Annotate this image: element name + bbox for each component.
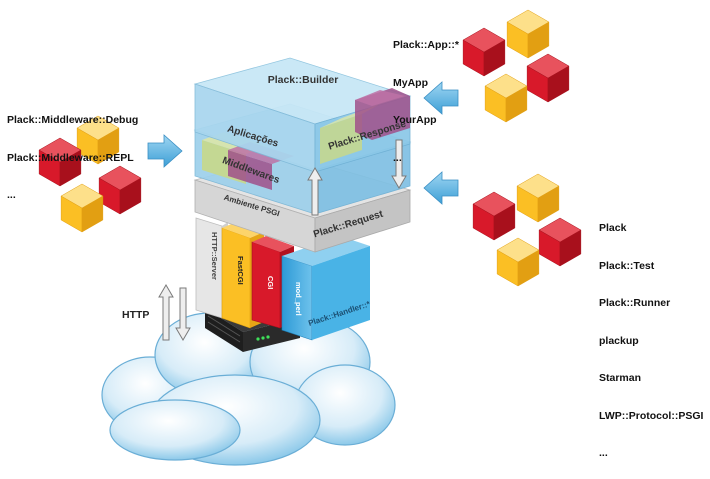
cgi-label: CGI bbox=[266, 276, 275, 289]
tools-list: Plack Plack::Test Plack::Runner plackup … bbox=[599, 197, 703, 472]
response-blocks bbox=[320, 88, 410, 164]
list-item: YourApp bbox=[393, 114, 437, 126]
red-cube bbox=[472, 191, 516, 217]
list-item: Plack::App::* bbox=[393, 39, 459, 51]
cube-clusters bbox=[38, 9, 582, 287]
list-item: plackup bbox=[599, 334, 639, 347]
yellow-cube bbox=[516, 173, 560, 199]
fastcgi-label: FastCGI bbox=[236, 256, 245, 285]
list-item: Plack::Runner bbox=[599, 297, 671, 309]
down-arrow-icon bbox=[391, 139, 407, 189]
yellow-cube bbox=[60, 183, 104, 209]
red-cube bbox=[538, 217, 582, 243]
app-list: Plack::App::* MyApp YourApp ... bbox=[393, 14, 459, 177]
red-cube bbox=[38, 137, 82, 163]
up-arrow-icon bbox=[307, 167, 323, 216]
http-server-label: HTTP::Server bbox=[210, 232, 219, 280]
arrow-left-icon bbox=[423, 81, 459, 115]
yellow-cube bbox=[484, 73, 528, 99]
yellow-cube bbox=[76, 115, 120, 141]
list-item: ... bbox=[393, 151, 402, 164]
builder-label: Plack::Builder bbox=[268, 74, 339, 86]
middleware-list: Plack::Middleware::Debug Plack::Middlewa… bbox=[7, 89, 138, 214]
internet-cloud bbox=[101, 312, 396, 466]
side-arrows bbox=[147, 81, 459, 205]
handlers-layer bbox=[195, 217, 370, 341]
http-arrows bbox=[158, 284, 191, 341]
http-down-arrow-icon bbox=[175, 287, 191, 341]
red-cube bbox=[98, 165, 142, 191]
list-item: Starman bbox=[599, 372, 642, 384]
list-item: MyApp bbox=[393, 76, 428, 89]
list-item: ... bbox=[599, 447, 608, 459]
red-cube bbox=[462, 27, 506, 53]
arrow-left-icon bbox=[423, 171, 459, 205]
list-item: Plack::Middleware::Debug bbox=[7, 114, 139, 126]
list-item: LWP::Protocol::PSGI bbox=[599, 409, 704, 422]
red-cube bbox=[526, 53, 570, 79]
list-item: Plack::Middleware::REPL bbox=[7, 151, 134, 164]
http-up-arrow-icon bbox=[158, 284, 174, 341]
http-label: HTTP bbox=[122, 309, 149, 321]
yellow-cube bbox=[496, 237, 540, 263]
list-item: Plack bbox=[599, 222, 627, 234]
request-response-arrows bbox=[307, 139, 407, 216]
list-item: Plack::Test bbox=[599, 259, 655, 272]
list-item: ... bbox=[7, 189, 16, 201]
yellow-cube bbox=[506, 9, 550, 35]
mod-perl-label: mod_perl bbox=[294, 282, 303, 316]
arrow-right-icon bbox=[147, 134, 183, 168]
